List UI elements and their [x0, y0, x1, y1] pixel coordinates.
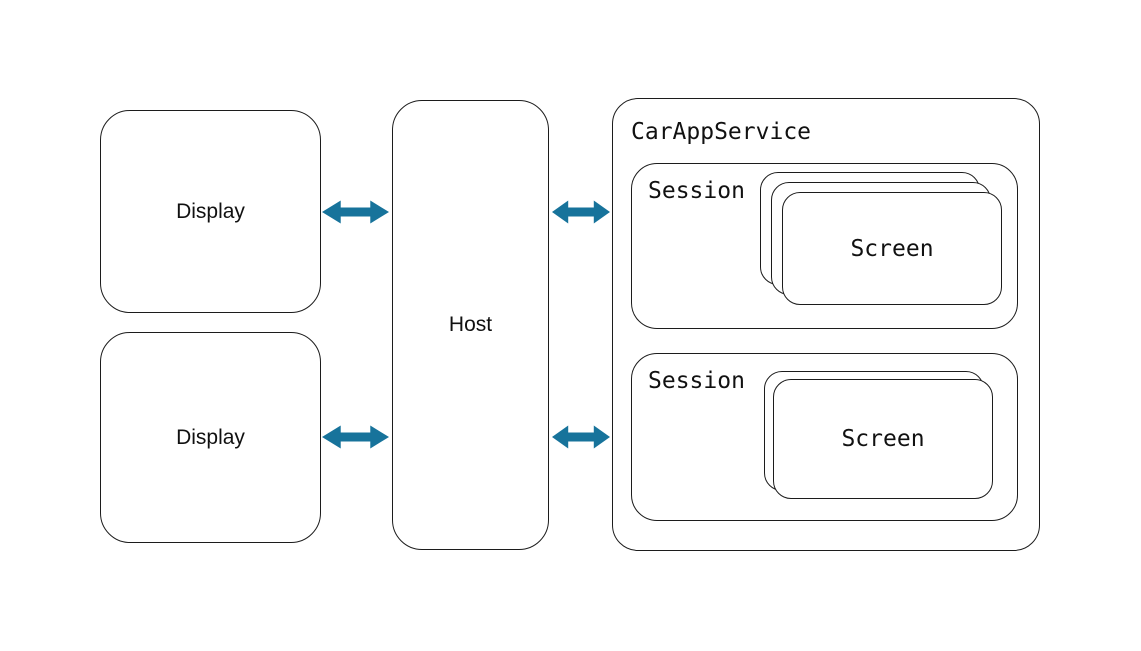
arrow-shape [552, 425, 610, 449]
display-box-2: Display [100, 332, 321, 543]
arrow-shape [552, 200, 610, 224]
host-box: Host [392, 100, 549, 550]
display-box-1: Display [100, 110, 321, 313]
bidirectional-arrow-host-service-top [552, 200, 610, 224]
screen-1-label: Screen [850, 235, 934, 262]
bidirectional-arrow-display2-host [322, 425, 389, 449]
display-2-label: Display [176, 425, 245, 449]
screen-card-front: Screen [773, 379, 993, 499]
arrow-shape [322, 425, 389, 449]
session-2-label: Session [648, 368, 745, 394]
display-1-label: Display [176, 199, 245, 223]
session-box-1: Session Screen [631, 163, 1018, 329]
car-app-service-box: CarAppService Session Screen Session Scr… [612, 98, 1040, 551]
car-app-service-label: CarAppService [631, 119, 812, 145]
host-label: Host [448, 313, 493, 336]
screen-2-label: Screen [841, 426, 925, 452]
arrow-shape [322, 200, 389, 224]
session-box-2: Session Screen [631, 353, 1018, 521]
bidirectional-arrow-host-service-bottom [552, 425, 610, 449]
bidirectional-arrow-display1-host [322, 200, 389, 224]
screen-card-front: Screen [782, 192, 1002, 305]
session-1-label: Session [648, 178, 745, 204]
